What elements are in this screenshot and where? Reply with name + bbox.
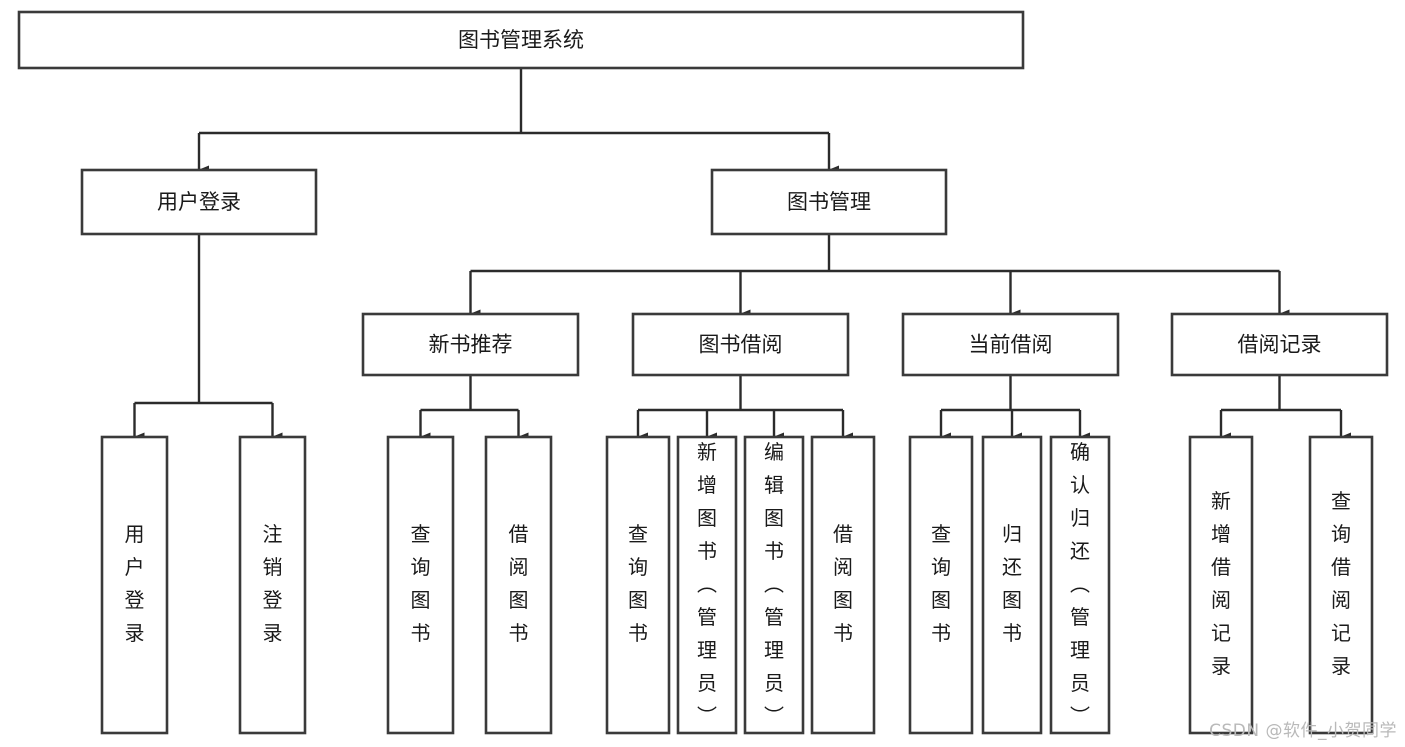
- node-new-book-recommend[interactable]: 新书推荐: [361, 312, 580, 377]
- node-box-leaf-query-book-2: [605, 435, 671, 735]
- node-leaf-user-login[interactable]: 用户登录: [100, 435, 169, 735]
- node-box-book-borrow: [631, 312, 850, 377]
- node-box-leaf-query-book-1: [386, 435, 455, 735]
- node-leaf-borrow-book-2[interactable]: 借阅图书: [810, 435, 876, 735]
- node-box-leaf-borrow-book-1: [484, 435, 553, 735]
- node-label-new-book-recommend: 新书推荐: [429, 333, 513, 357]
- node-box-leaf-confirm-return: [1049, 435, 1111, 735]
- node-label-user-login: 用户登录: [157, 190, 241, 214]
- node-leaf-query-book-3[interactable]: 查询图书: [908, 435, 974, 735]
- node-label-leaf-add-book: 新增图书︵管理员︶: [697, 440, 717, 728]
- node-box-leaf-return-book: [981, 435, 1043, 735]
- node-label-root: 图书管理系统: [458, 28, 584, 52]
- node-label-leaf-borrow-book-1: 借阅图书: [509, 522, 529, 645]
- node-layer: 图书管理系统用户登录图书管理新书推荐图书借阅当前借阅借阅记录用户登录注销登录查询…: [17, 10, 1389, 735]
- node-box-user-login: [80, 168, 318, 236]
- node-borrow-record[interactable]: 借阅记录: [1170, 312, 1389, 377]
- node-leaf-query-book-1[interactable]: 查询图书: [386, 435, 455, 735]
- node-label-book-borrow: 图书借阅: [699, 333, 783, 357]
- node-box-leaf-edit-book: [743, 435, 805, 735]
- node-book-borrow[interactable]: 图书借阅: [631, 312, 850, 377]
- node-leaf-add-record[interactable]: 新增借阅记录: [1188, 435, 1254, 735]
- connector-group-borrow-record: [1219, 375, 1351, 442]
- node-leaf-query-record[interactable]: 查询借阅记录: [1308, 435, 1374, 735]
- node-user-login[interactable]: 用户登录: [80, 168, 318, 236]
- node-label-current-borrow: 当前借阅: [969, 333, 1053, 357]
- connector-group-current-borrow: [939, 375, 1090, 442]
- node-book-manage[interactable]: 图书管理: [710, 168, 948, 236]
- node-current-borrow[interactable]: 当前借阅: [901, 312, 1120, 377]
- node-label-book-manage: 图书管理: [787, 190, 871, 214]
- node-label-leaf-query-record: 查询借阅记录: [1331, 489, 1351, 678]
- node-leaf-confirm-return[interactable]: 确认归还︵管理员︶: [1049, 435, 1111, 735]
- node-box-new-book-recommend: [361, 312, 580, 377]
- node-leaf-edit-book[interactable]: 编辑图书︵管理员︶: [743, 435, 805, 735]
- connector-group-user-login: [133, 234, 283, 442]
- connector-group-book-borrow: [636, 375, 853, 442]
- node-label-leaf-query-book-2: 查询图书: [628, 522, 648, 645]
- node-leaf-return-book[interactable]: 归还图书: [981, 435, 1043, 735]
- node-label-leaf-confirm-return: 确认归还︵管理员︶: [1070, 440, 1090, 728]
- connector-group-book-manage: [469, 234, 1290, 319]
- node-leaf-logout[interactable]: 注销登录: [238, 435, 307, 735]
- node-box-root: [17, 10, 1025, 70]
- node-box-current-borrow: [901, 312, 1120, 377]
- connector-group-root: [197, 68, 839, 175]
- node-box-leaf-borrow-book-2: [810, 435, 876, 735]
- node-box-leaf-logout: [238, 435, 307, 735]
- connector-group-new-book-recommend: [419, 375, 529, 442]
- node-box-leaf-add-book: [676, 435, 738, 735]
- node-label-leaf-return-book: 归还图书: [1002, 522, 1022, 645]
- node-box-book-manage: [710, 168, 948, 236]
- node-box-leaf-user-login: [100, 435, 169, 735]
- node-box-leaf-add-record: [1188, 435, 1254, 735]
- node-label-leaf-query-book-1: 查询图书: [411, 522, 431, 645]
- node-label-leaf-borrow-book-2: 借阅图书: [833, 522, 853, 645]
- node-label-leaf-user-login: 用户登录: [125, 522, 145, 645]
- connector-layer: [133, 68, 1351, 442]
- node-box-borrow-record: [1170, 312, 1389, 377]
- node-label-leaf-logout: 注销登录: [263, 522, 283, 645]
- node-label-leaf-add-record: 新增借阅记录: [1211, 489, 1231, 678]
- node-leaf-query-book-2[interactable]: 查询图书: [605, 435, 671, 735]
- node-leaf-borrow-book-1[interactable]: 借阅图书: [484, 435, 553, 735]
- node-box-leaf-query-book-3: [908, 435, 974, 735]
- watermark-text: CSDN @软件_小贺同学: [1209, 721, 1397, 741]
- node-label-leaf-edit-book: 编辑图书︵管理员︶: [764, 440, 784, 728]
- node-leaf-add-book[interactable]: 新增图书︵管理员︶: [676, 435, 738, 735]
- node-root[interactable]: 图书管理系统: [17, 10, 1025, 70]
- node-box-leaf-query-record: [1308, 435, 1374, 735]
- node-label-leaf-query-book-3: 查询图书: [931, 522, 951, 645]
- node-label-borrow-record: 借阅记录: [1238, 333, 1322, 357]
